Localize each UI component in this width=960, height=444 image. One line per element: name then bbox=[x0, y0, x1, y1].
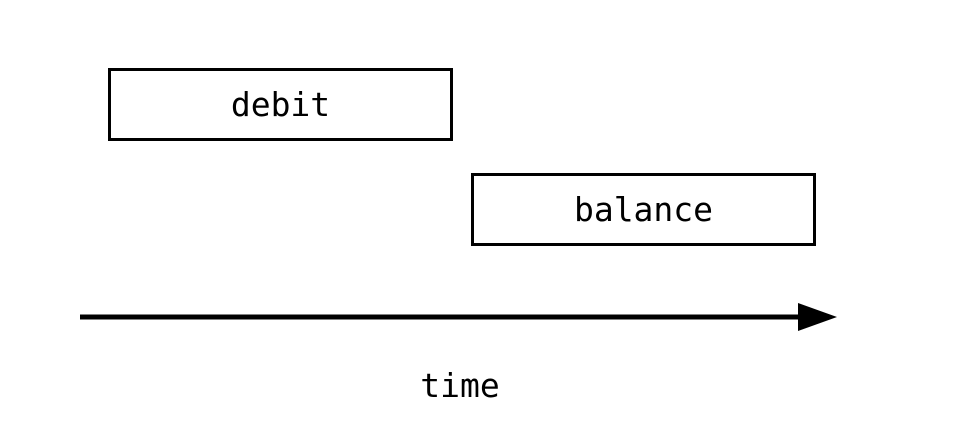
debit-box: debit bbox=[108, 68, 453, 141]
time-axis-arrowhead-icon bbox=[798, 303, 837, 331]
time-axis-label: time bbox=[420, 366, 500, 405]
debit-label: debit bbox=[230, 85, 331, 124]
balance-label: balance bbox=[573, 190, 714, 229]
balance-box: balance bbox=[471, 173, 816, 246]
